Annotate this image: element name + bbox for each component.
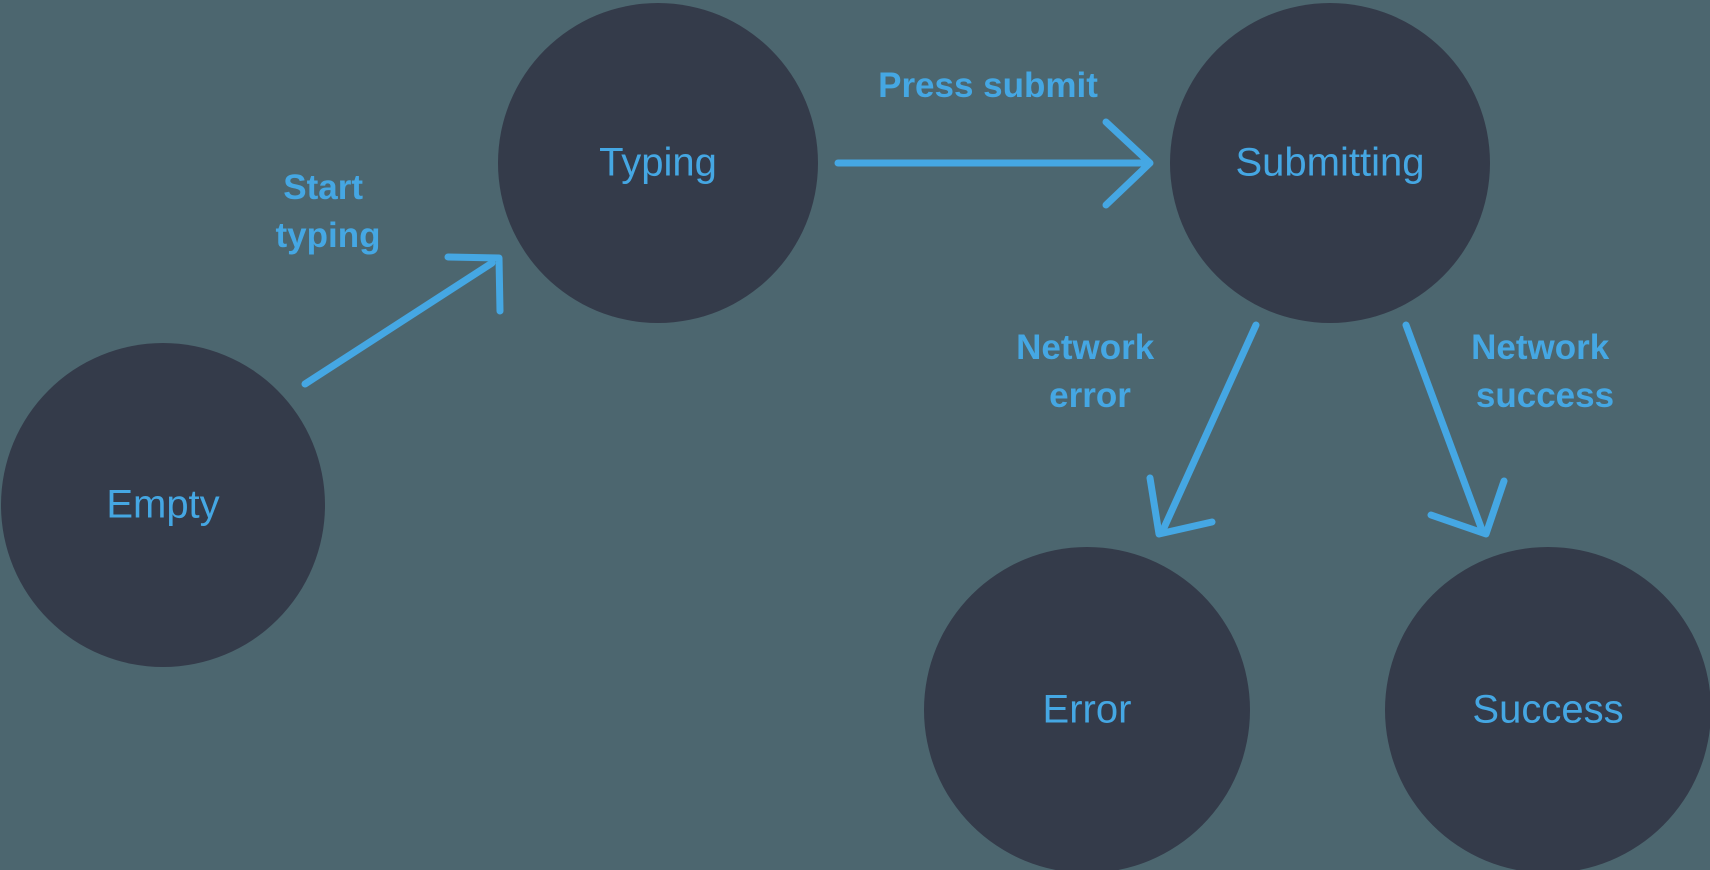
state-node-success-label: Success (1472, 688, 1623, 732)
edge-submitting-to-success-line (1402, 321, 1486, 534)
edge-label-start-typing: Start typing (276, 168, 381, 255)
state-node-empty-label: Empty (106, 483, 219, 527)
state-node-success-circle (1385, 547, 1710, 870)
edge-empty-to-typing-line (301, 259, 496, 388)
edge-label-network-success-line-2: success (1476, 376, 1614, 415)
state-node-submitting[interactable]: Submitting (1170, 3, 1490, 323)
edge-label-start-typing-line-1: Start (283, 168, 363, 207)
edge-label-start-typing-line-2: typing (276, 216, 381, 255)
state-node-error-label: Error (1043, 688, 1132, 732)
edge-label-network-success: Network success (1471, 328, 1619, 415)
state-node-success[interactable]: Success (1385, 547, 1710, 870)
edge-label-network-error-line-1: Network (1016, 328, 1155, 367)
edge-empty-to-typing[interactable] (301, 253, 504, 388)
edge-label-network-success-line-1: Network (1471, 328, 1610, 367)
edge-label-network-error-line-2: error (1049, 376, 1131, 415)
edge-submitting-to-error-line (1159, 321, 1260, 534)
edge-submitting-to-error-arrowhead (1146, 474, 1216, 538)
edge-label-press-submit: Press submit (878, 66, 1098, 105)
edge-empty-to-typing-arrowhead (444, 253, 504, 315)
state-node-typing-label: Typing (599, 141, 717, 185)
edge-submitting-to-success-arrowhead (1427, 477, 1508, 538)
edge-typing-to-submitting[interactable] (834, 118, 1154, 209)
state-node-empty-circle (1, 343, 325, 667)
edge-submitting-to-error[interactable] (1146, 321, 1260, 538)
edge-typing-to-submitting-arrowhead (1102, 118, 1154, 209)
state-node-typing[interactable]: Typing (498, 3, 818, 323)
edge-label-network-error: Network error (1016, 328, 1164, 415)
state-node-empty[interactable]: Empty (1, 343, 325, 667)
state-node-submitting-circle (1170, 3, 1490, 323)
state-node-typing-circle (498, 3, 818, 323)
edge-submitting-to-success[interactable] (1402, 321, 1508, 538)
state-node-error-circle (924, 547, 1250, 870)
state-node-submitting-label: Submitting (1236, 141, 1425, 185)
state-node-error[interactable]: Error (924, 547, 1250, 870)
edge-label-press-submit-line-1: Press submit (878, 66, 1098, 105)
